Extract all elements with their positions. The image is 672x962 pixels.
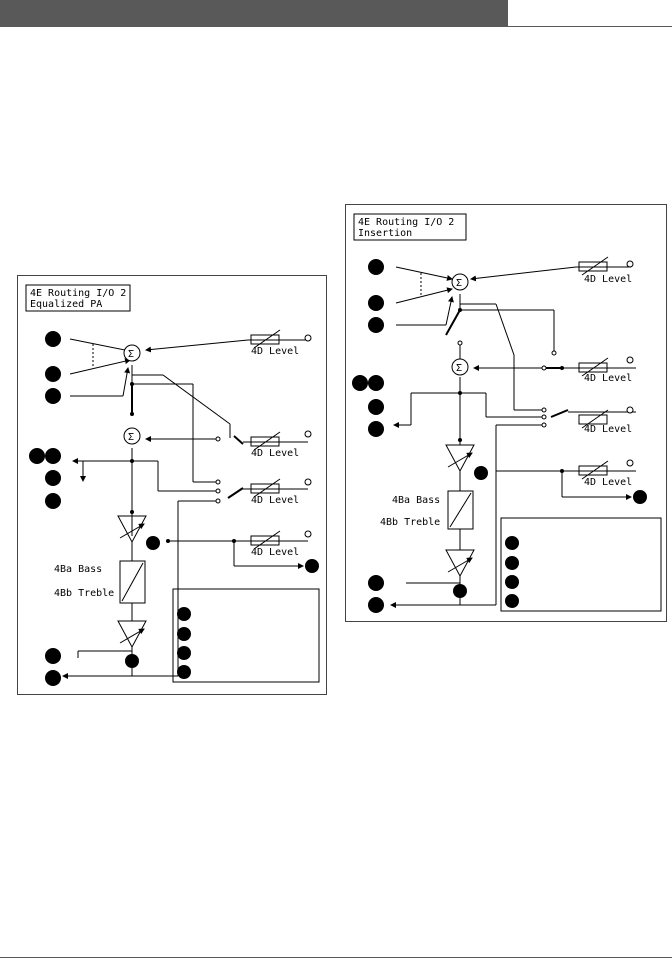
mic-input-icon xyxy=(368,295,384,311)
bass-label: 4Ba Bass xyxy=(392,495,440,506)
line-output-icon xyxy=(368,597,384,613)
title-box xyxy=(25,284,131,312)
title-box xyxy=(353,213,467,241)
mic-input-icon xyxy=(45,331,61,347)
diagram-subtitle: Equalized PA xyxy=(30,299,102,310)
level-label: 4D Level xyxy=(251,448,299,459)
line-input-icon xyxy=(368,317,384,333)
headphone-button-icon xyxy=(352,375,368,391)
direct-out-icon xyxy=(125,654,139,668)
direct-out-icon xyxy=(146,536,160,550)
headphone-button-icon xyxy=(45,448,61,464)
page-header-bar xyxy=(0,0,508,27)
svg-text:Σ: Σ xyxy=(456,278,462,289)
diagram-subtitle: Insertion xyxy=(358,228,412,239)
direct-out-icon xyxy=(453,584,467,598)
speaker-button-icon xyxy=(368,399,384,415)
svg-text:Σ: Σ xyxy=(128,349,134,360)
diagram-insertion: Σ Σ 4E Routing I/O 2 Insertion 4D Level 4… xyxy=(345,204,667,622)
direct-out-icon xyxy=(474,466,488,480)
bass-label: 4Ba Bass xyxy=(54,564,102,575)
headphone-button-icon xyxy=(368,375,384,391)
sum-node-icon xyxy=(451,273,469,291)
level-label: 4D Level xyxy=(584,424,632,435)
level-label: 4D Level xyxy=(251,547,299,558)
level-label: 4D Level xyxy=(584,373,632,384)
routing-diagram-right: Σ Σ 4E Routing I/O 2 Insertion 4D Level 4… xyxy=(352,213,662,613)
line-output-icon xyxy=(45,493,61,509)
line-input-icon xyxy=(45,388,61,404)
level-label: 4D Level xyxy=(584,274,632,285)
sum-node-icon xyxy=(451,358,469,376)
mic-input-icon xyxy=(45,366,61,382)
treble-label: 4Bb Treble xyxy=(54,588,114,599)
speaker-button-icon xyxy=(45,470,61,486)
page-header-box xyxy=(508,0,672,27)
diagram-title: 4E Routing I/O 2 xyxy=(358,217,454,228)
line-output-icon xyxy=(45,670,61,686)
sum-node-icon xyxy=(123,427,141,445)
svg-text:Σ: Σ xyxy=(456,363,462,374)
headphone-button-icon xyxy=(29,448,45,464)
level-label: 4D Level xyxy=(584,477,632,488)
sum-node-icon xyxy=(123,344,141,362)
level-label: 4D Level xyxy=(251,495,299,506)
page-footer-rule xyxy=(0,957,672,958)
level-label: 4D Level xyxy=(251,346,299,357)
line-output-icon xyxy=(368,421,384,437)
svg-text:Σ: Σ xyxy=(128,432,134,443)
output-jack-icon xyxy=(633,490,647,504)
diagram-title: 4E Routing I/O 2 xyxy=(30,288,126,299)
treble-label: 4Bb Treble xyxy=(380,517,440,528)
mic-input-icon xyxy=(368,259,384,275)
speaker-button-icon xyxy=(45,648,61,664)
speaker-button-icon xyxy=(368,575,384,591)
routing-diagram-left: Σ Σ 4E Routing I/O 2 Equalized PA 4D Leve… xyxy=(25,284,320,686)
output-jack-icon xyxy=(305,559,319,573)
diagram-equalized-pa: Σ Σ 4E Routing I/O 2 Equalized PA 4D Leve… xyxy=(17,275,327,695)
